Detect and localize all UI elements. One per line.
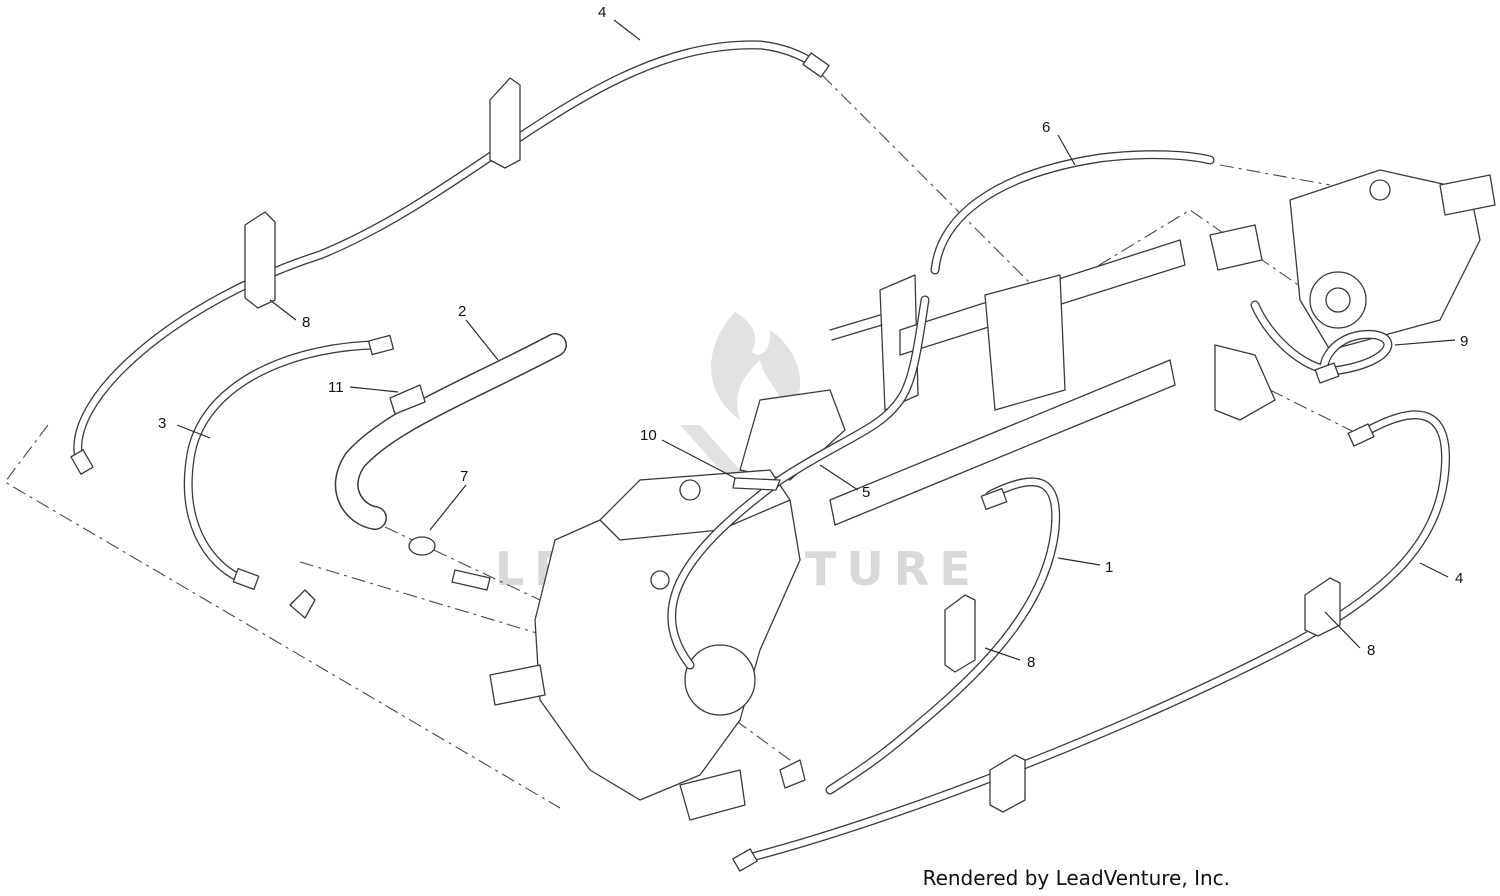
callout-6: 6	[1042, 119, 1050, 136]
fitting-hose-3-top	[367, 334, 395, 356]
motor-fitting-right	[1209, 224, 1263, 271]
pump-shaft-bottom	[679, 769, 746, 821]
ref-line-bottom	[734, 719, 791, 761]
frame-tube	[829, 314, 881, 331]
hose-4-upper	[73, 40, 825, 467]
pump-flange	[684, 644, 756, 716]
pump-port	[650, 570, 670, 590]
fitting-hose-4-left	[70, 449, 94, 475]
elbow-fitting-bottom	[779, 759, 806, 789]
fitting-hose-4-bottom	[732, 848, 758, 872]
hoses	[73, 40, 1451, 865]
watermark-flame-icon	[711, 312, 801, 420]
pump-shaft-left	[489, 664, 546, 706]
fitting-hose-1-top	[980, 488, 1008, 510]
frame-bracket	[739, 239, 1186, 526]
ref-line-top-right	[821, 74, 1321, 301]
bracket-right-8	[1304, 577, 1341, 637]
tie-strap-10	[732, 477, 781, 491]
bracket-upper-1	[489, 77, 521, 169]
callout-1: 1	[1105, 559, 1113, 576]
fittings	[70, 52, 1375, 872]
hose-2	[334, 333, 567, 530]
ref-line-fitting-3	[299, 561, 561, 641]
frame-rail-lower	[829, 359, 1176, 526]
hose-clamp-7	[408, 536, 436, 556]
motor-cap-right	[1369, 179, 1391, 201]
callout-10: 10	[640, 427, 657, 444]
fitting-hose-3-bottom	[232, 568, 260, 590]
callout-2: 2	[458, 303, 466, 320]
motor-plate-right	[1214, 344, 1276, 421]
reference-lines	[4, 74, 1361, 809]
callout-8-upper: 8	[302, 314, 310, 331]
callout-8-right: 8	[1367, 642, 1375, 659]
callout-4-lower: 4	[1455, 570, 1463, 587]
sensor-switch	[451, 569, 491, 591]
ref-line-left	[4, 424, 561, 809]
fitting-hose-4-right	[1347, 423, 1375, 447]
frame-block	[984, 274, 1066, 411]
label-decal-11	[389, 384, 426, 415]
elbow-fitting-left	[289, 589, 316, 619]
callout-9: 9	[1460, 333, 1468, 350]
pump-cap	[679, 479, 701, 501]
brackets	[244, 77, 1341, 813]
callout-5: 5	[862, 484, 870, 501]
bracket-upper-2	[244, 211, 276, 309]
pump-body	[534, 499, 801, 801]
frame-tube-edge	[831, 324, 883, 341]
bracket-bottom-8	[989, 754, 1026, 813]
left-hydraulic-pump	[489, 469, 801, 821]
fitting-hose-4-top	[802, 52, 830, 78]
hose-5	[667, 295, 930, 670]
bracket-center-8	[944, 594, 976, 673]
ref-line-right	[1269, 389, 1361, 436]
callout-8-center: 8	[1027, 654, 1035, 671]
motor-shaft-right	[1439, 174, 1496, 216]
ref-line-clamp	[384, 526, 541, 601]
fitting-hose-9	[1314, 362, 1340, 384]
hose-1	[825, 477, 1061, 795]
motor-port-right	[1325, 287, 1351, 313]
callout-3: 3	[158, 415, 166, 432]
callout-4-upper: 4	[598, 4, 606, 21]
callout-11: 11	[328, 379, 344, 396]
hose-9-loop	[1250, 300, 1393, 380]
hose-3	[183, 340, 385, 585]
right-hydraulic-motor	[1209, 169, 1496, 421]
callout-7: 7	[460, 468, 468, 485]
frame-foot	[739, 389, 846, 481]
render-credit: Rendered by LeadVenture, Inc.	[922, 866, 1230, 890]
leader-lines	[176, 19, 1456, 661]
callouts: 4 6 8 2 11 3 10 7 5 9 1 4 8 8	[158, 4, 1468, 671]
ref-line-6-end	[1219, 164, 1331, 186]
hose-6	[930, 150, 1215, 275]
